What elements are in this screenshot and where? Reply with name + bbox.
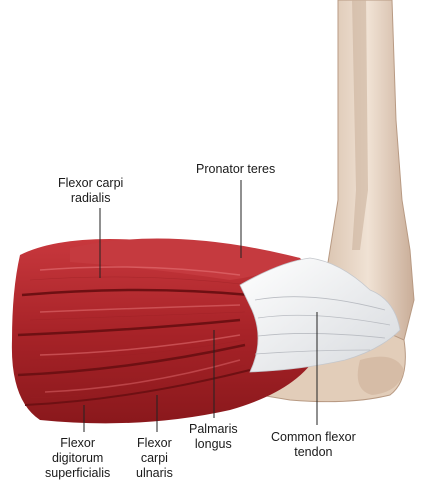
label-common-flexor-tendon: Common flexor tendon bbox=[271, 430, 356, 459]
label-flexor-carpi-radialis: Flexor carpi radialis bbox=[58, 176, 124, 205]
label-flexor-digitorum-superficialis: Flexor digitorum superficialis bbox=[45, 436, 111, 480]
label-flexor-carpi-ulnaris: Flexor carpi ulnaris bbox=[136, 436, 173, 480]
label-pronator-teres: Pronator teres bbox=[196, 162, 276, 176]
label-palmaris-longus: Palmaris longus bbox=[189, 422, 238, 451]
leader-lines bbox=[83, 180, 318, 432]
pronator-teres-muscle bbox=[70, 238, 300, 280]
common-flexor-tendon bbox=[239, 257, 401, 373]
